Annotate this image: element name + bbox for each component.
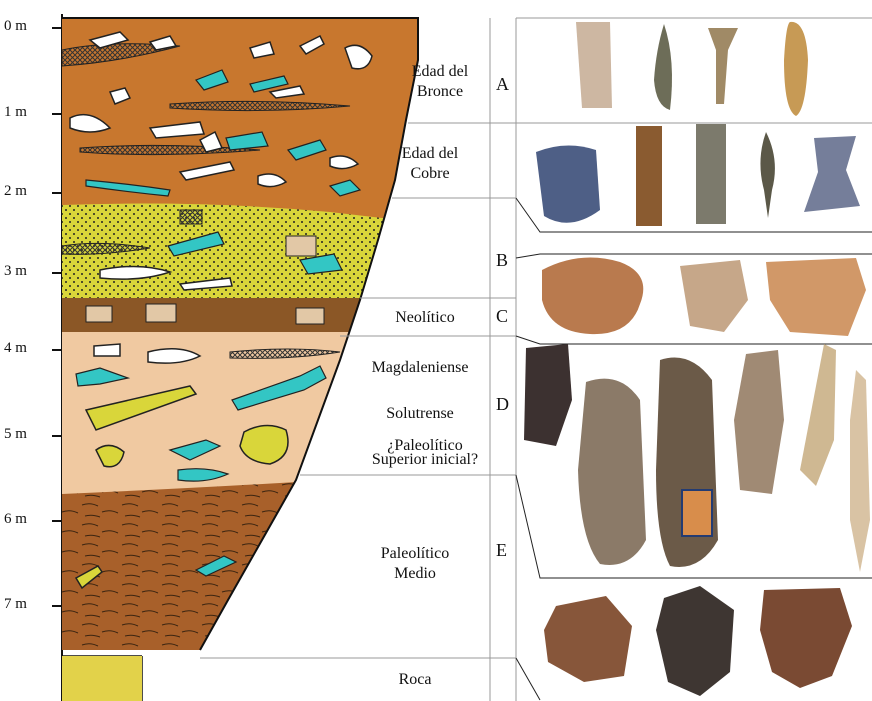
depth-tick-label: 1 m xyxy=(4,104,27,121)
artifact-bronze-blade xyxy=(784,22,808,116)
artifact-flint-blade-large xyxy=(578,379,646,565)
depth-tick-label: 7 m xyxy=(4,596,27,613)
artifact-copper-point xyxy=(760,132,774,218)
artifact-pottery-handle xyxy=(542,258,643,335)
period-line: Edad del xyxy=(370,144,490,164)
artifact-solutrean-point xyxy=(800,344,836,486)
depth-tick-label: 5 m xyxy=(4,426,27,443)
scale-card xyxy=(682,490,712,536)
unit-label-b: B xyxy=(496,250,508,271)
artifacts-paleolitico-superior xyxy=(524,344,870,572)
artifact-bronze-chisel xyxy=(576,22,612,108)
period-label-medio: Paleolítico Medio xyxy=(340,544,490,584)
artifacts-paleolitico-medio xyxy=(544,586,852,696)
depth-axis xyxy=(52,14,62,701)
period-label-solutrense: Solutrense xyxy=(350,404,490,424)
period-line: Paleolítico xyxy=(340,544,490,564)
period-label-bronce: Edad del Bronce xyxy=(380,62,500,102)
artifact-mousterian-core xyxy=(656,586,734,696)
period-line: Roca xyxy=(340,670,490,690)
artifact-flint-scraper xyxy=(524,344,572,446)
artifact-pottery-sherd xyxy=(680,260,748,332)
period-line: Superior inicial? xyxy=(350,450,500,470)
period-line: Cobre xyxy=(370,164,490,184)
artifact-mousterian-flake xyxy=(544,596,632,682)
artifact-copper-axe xyxy=(804,136,860,212)
period-label-cobre: Edad del Cobre xyxy=(370,144,490,184)
unit-label-e: E xyxy=(496,540,507,561)
period-label-neolitico: Neolítico xyxy=(360,308,490,328)
depth-tick-label: 0 m xyxy=(4,18,27,35)
artifacts-bronce xyxy=(576,22,808,116)
artifact-copper-vessel xyxy=(536,145,600,222)
period-line: Magdaleniense xyxy=(350,358,490,378)
depth-tick-label: 4 m xyxy=(4,340,27,357)
artifact-pottery-rim xyxy=(766,258,866,336)
artifact-flint-burin xyxy=(734,350,784,494)
period-label-psi: ¿Paleolítico Superior inicial? xyxy=(350,436,500,470)
unit-label-a: A xyxy=(496,74,509,95)
period-line: Medio xyxy=(340,564,490,584)
depth-tick-label: 2 m xyxy=(4,183,27,200)
depth-tick-label: 6 m xyxy=(4,511,27,528)
unit-label-d: D xyxy=(496,394,509,415)
artifact-bronze-awl xyxy=(708,28,738,104)
artifact-copper-plate xyxy=(696,124,726,224)
artifact-mousterian-scraper xyxy=(760,588,852,688)
artifacts-cobre xyxy=(536,124,860,226)
period-line: Edad del xyxy=(380,62,500,82)
period-line: Solutrense xyxy=(350,404,490,424)
depth-tick-label: 3 m xyxy=(4,263,27,280)
artifact-copper-saw xyxy=(636,126,662,226)
unit-label-c: C xyxy=(496,306,508,327)
artifact-bone-point xyxy=(850,370,870,572)
period-line: Bronce xyxy=(380,82,500,102)
artifacts-neolitico xyxy=(542,258,866,337)
period-line: Neolítico xyxy=(360,308,490,328)
period-label-roca: Roca xyxy=(340,670,490,690)
artifact-bronze-point xyxy=(654,24,672,110)
period-label-magdaleniense: Magdaleniense xyxy=(350,358,490,378)
